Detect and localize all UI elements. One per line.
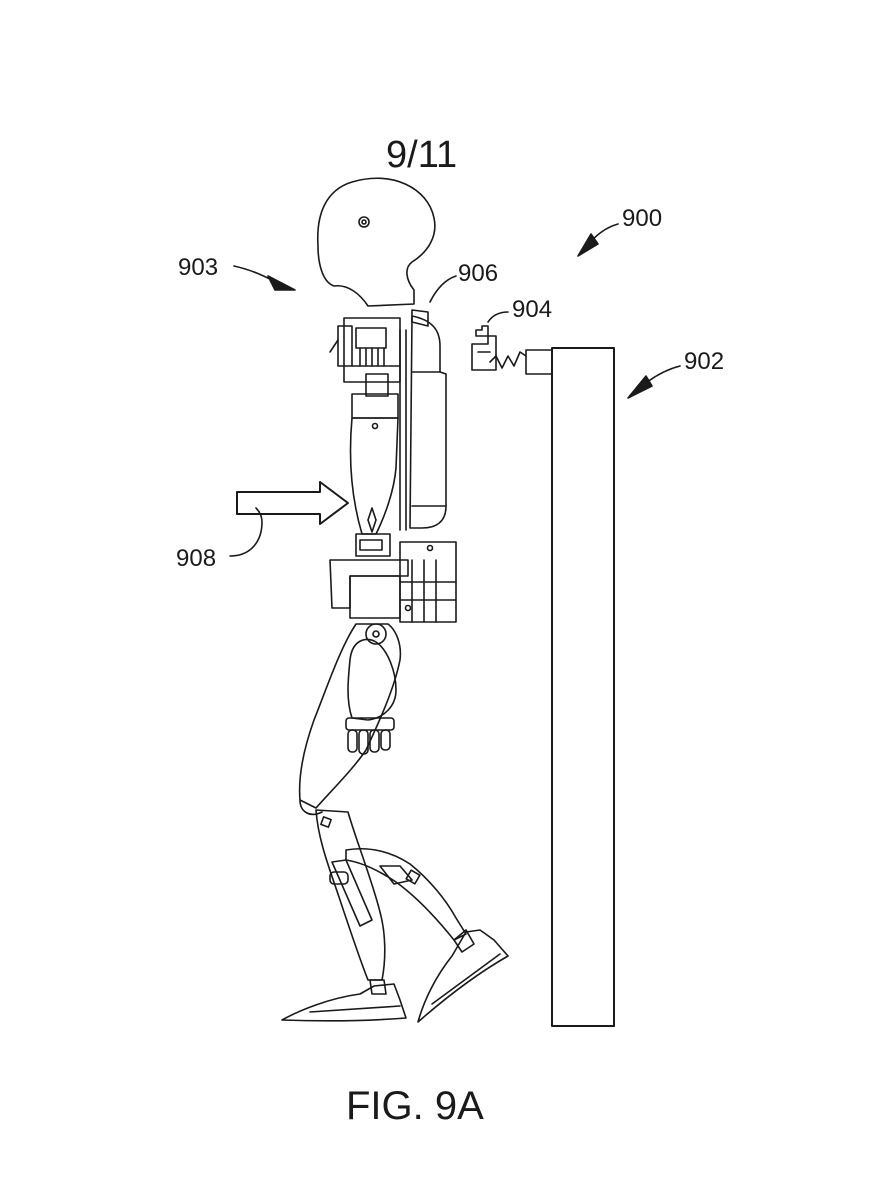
figure-caption: FIG. 9A: [346, 1084, 484, 1128]
sheet-number: 9/11: [386, 134, 458, 176]
label-904: 904: [512, 296, 553, 323]
robot-foot-rear: [281, 983, 407, 1022]
robot-shin-rear: [315, 809, 386, 981]
robot-hand: [347, 638, 397, 721]
robot-thigh: [298, 623, 402, 809]
robot-pelvis: [329, 559, 409, 609]
leader-902: [627, 365, 681, 399]
leader-908: [229, 507, 263, 557]
robot-shin-front: [345, 847, 467, 941]
leader-906: [429, 275, 457, 303]
dock-connector-904: [471, 325, 553, 375]
robot-head: [316, 177, 436, 307]
label-906: 906: [458, 260, 499, 287]
robot-backpack: [409, 315, 447, 529]
label-902: 902: [684, 348, 725, 375]
label-908: 908: [176, 545, 217, 572]
leader-900: [577, 223, 619, 257]
robot-903: [281, 177, 509, 1023]
leader-904: [487, 311, 509, 323]
leader-903: [233, 265, 296, 291]
label-903: 903: [178, 254, 219, 281]
wall-902: [551, 347, 615, 1027]
robot-foot-front: [417, 929, 509, 1023]
push-arrow: [236, 481, 349, 525]
label-900: 900: [622, 205, 663, 232]
